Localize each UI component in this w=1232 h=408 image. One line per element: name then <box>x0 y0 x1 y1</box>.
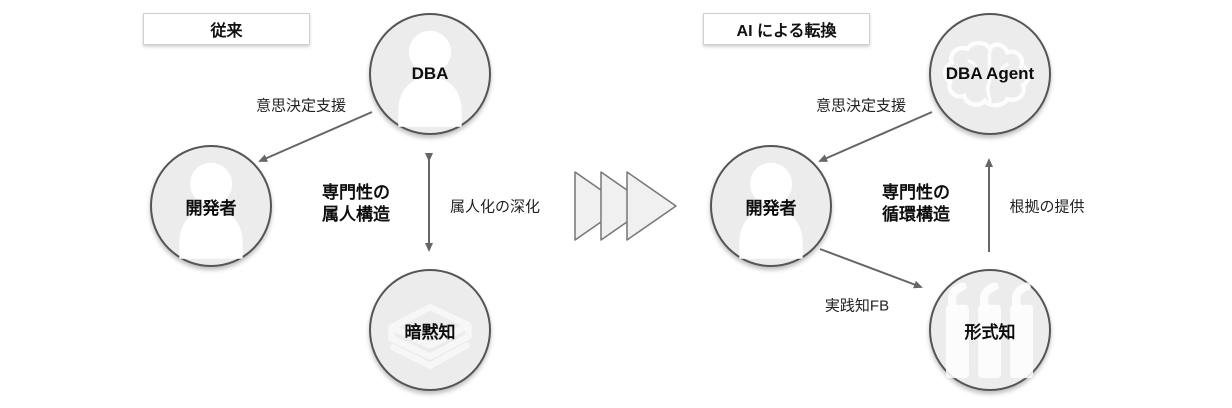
node-explicit-knowledge-label: 形式知 <box>964 322 1016 342</box>
arrow-practical-feedback <box>819 248 923 289</box>
node-developer-left-label: 開発者 <box>185 198 237 218</box>
arrow-decision-support-right <box>818 111 933 162</box>
edge-label-evidence-provision: 根拠の提供 <box>1009 198 1085 216</box>
left-center-label-line1: 専門性の <box>322 182 390 202</box>
node-explicit-knowledge: 形式知 <box>929 269 1051 391</box>
person-icon <box>152 147 270 265</box>
right-panel-title-label: AI による転換 <box>736 23 837 40</box>
brain-icon <box>931 15 1049 133</box>
triple-chevron-right-icon <box>574 171 677 241</box>
right-center-label-line1: 専門性の <box>882 182 950 202</box>
person-icon <box>712 147 830 265</box>
right-center-label: 専門性の 循環構造 <box>882 182 950 226</box>
node-tacit-knowledge: 暗黙知 <box>369 269 491 391</box>
arrow-decision-support-left <box>258 111 373 162</box>
left-panel-title-label: 従来 <box>210 23 243 40</box>
books-row-icon <box>931 271 1049 389</box>
edge-label-personalization-deepening: 属人化の深化 <box>449 198 541 216</box>
node-developer-right: 開発者 <box>710 145 832 267</box>
left-center-label: 専門性の 属人構造 <box>322 182 390 226</box>
node-tacit-knowledge-label: 暗黙知 <box>404 322 456 342</box>
right-center-label-line2: 循環構造 <box>882 205 950 224</box>
node-developer-left: 開発者 <box>150 145 272 267</box>
node-dba-label: DBA <box>411 64 449 83</box>
right-panel-title: AI による転換 <box>703 13 870 45</box>
edge-label-decision-support-left: 意思決定支援 <box>255 97 347 115</box>
left-center-label-line2: 属人構造 <box>322 205 390 224</box>
person-icon <box>371 15 489 133</box>
node-dba: DBA <box>369 13 491 135</box>
node-developer-right-label: 開発者 <box>745 198 797 218</box>
node-dba-agent: DBA Agent <box>929 13 1051 135</box>
left-panel-title: 従来 <box>143 13 310 45</box>
edge-label-decision-support-right: 意思決定支援 <box>815 97 907 115</box>
node-dba-agent-label: DBA Agent <box>945 64 1035 83</box>
edge-label-practical-feedback: 実践知FB <box>824 297 890 315</box>
book-stack-icon <box>371 271 489 389</box>
